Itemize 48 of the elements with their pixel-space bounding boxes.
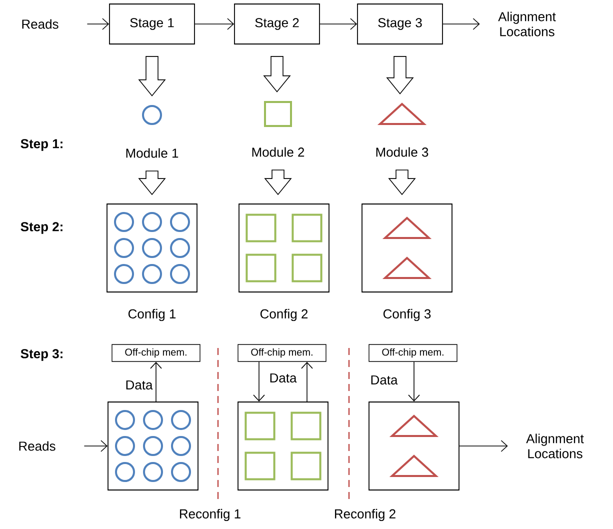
square-icon: [264, 101, 292, 127]
config-box: [362, 204, 452, 292]
block-arrow: [138, 56, 166, 96]
node-label: Module 2: [252, 147, 304, 157]
step-label: Step 2:: [20, 222, 62, 234]
block-arrow: [263, 56, 291, 92]
node-label: Config 2: [260, 308, 308, 322]
edge-label: Data: [124, 379, 154, 391]
flow-label: Alignment Locations: [498, 12, 556, 36]
node-label: Module 1: [126, 148, 178, 158]
config-box: [106, 204, 198, 292]
node-label: Config 3: [383, 308, 431, 322]
flow-label: Reads: [19, 441, 56, 451]
step-label: Step 3:: [20, 349, 62, 361]
stage-box: Stage 1: [109, 4, 195, 44]
block-arrow: [138, 170, 166, 196]
reconfig-label: Reconfig 1: [180, 508, 240, 522]
config-box: [238, 402, 328, 490]
memory-box: Off-chip mem.: [112, 344, 200, 362]
stage-box: Stage 2: [234, 4, 320, 44]
stage-box: Stage 3: [357, 4, 443, 44]
block-arrow: [264, 170, 292, 196]
arrow: [301, 362, 313, 402]
arrow: [150, 362, 162, 402]
memory-box: Off-chip mem.: [368, 344, 458, 362]
arrow: [320, 18, 358, 30]
block-arrow: [386, 56, 414, 94]
step-label: Step 1:: [20, 139, 62, 151]
arrow: [459, 440, 508, 452]
flow-label: Alignment Locations: [526, 434, 584, 458]
arrow: [442, 18, 480, 30]
node-label: Config 1: [128, 308, 176, 322]
reconfig-label: Reconfig 2: [335, 508, 396, 522]
arrow: [253, 361, 265, 402]
config-box: [238, 204, 330, 292]
memory-box: Off-chip mem.: [238, 344, 326, 362]
block-arrow: [388, 170, 416, 196]
circle-icon: [142, 105, 162, 125]
flow-label: Reads: [22, 19, 58, 29]
edge-label: Data: [369, 374, 399, 386]
config-box: [368, 402, 460, 490]
arrow: [408, 361, 420, 402]
arrow: [84, 440, 108, 452]
arrow: [86, 18, 110, 30]
config-box: [108, 402, 198, 490]
edge-label: Data: [268, 372, 298, 384]
arrow: [194, 18, 234, 30]
node-label: Module 3: [376, 147, 428, 157]
